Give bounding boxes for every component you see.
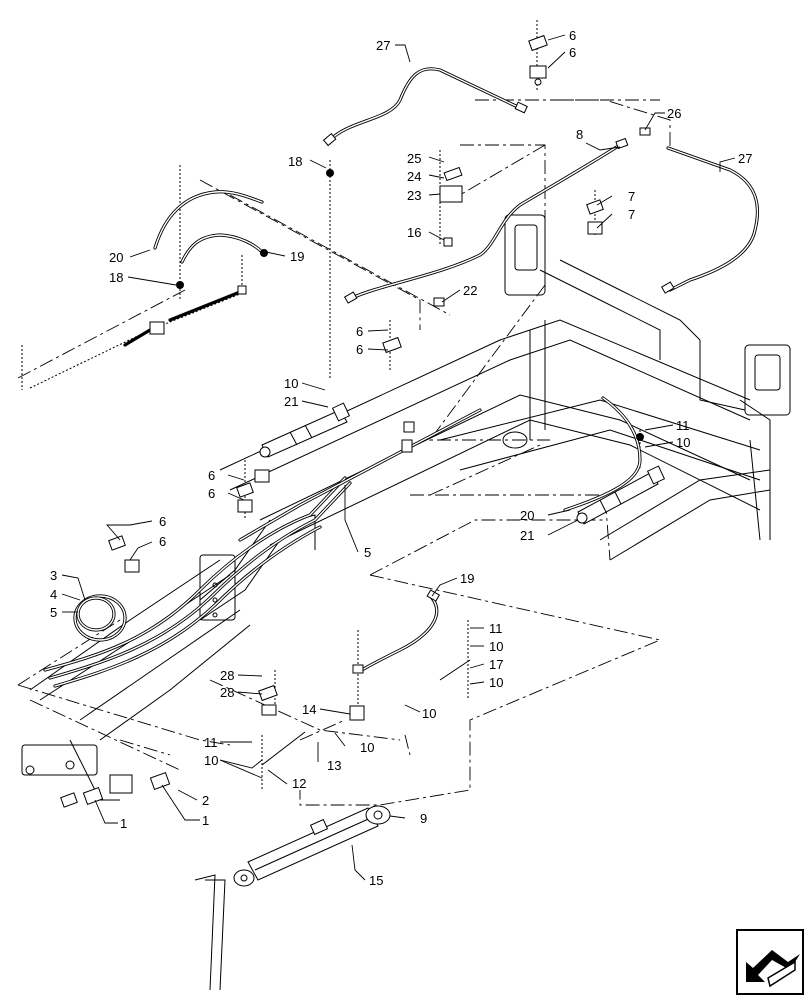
toolbar-frame (21, 214, 791, 991)
callout-9: 9 (420, 811, 427, 826)
callout-1: 1 (120, 816, 127, 831)
cylinder-bottom (233, 805, 391, 887)
callout-6: 6 (356, 324, 363, 339)
callout-6: 6 (208, 486, 215, 501)
callout-26: 26 (667, 106, 681, 121)
callout-7: 7 (628, 189, 635, 204)
callout-5: 5 (364, 545, 371, 560)
callout-22: 22 (463, 283, 477, 298)
callout-10: 10 (422, 706, 436, 721)
callout-13: 13 (327, 758, 341, 773)
callout-17: 17 (489, 657, 503, 672)
callout-6: 6 (356, 342, 363, 357)
cylinders (233, 402, 666, 887)
callout-28: 28 (220, 685, 234, 700)
callout-20: 20 (520, 508, 534, 523)
callout-16: 16 (407, 225, 421, 240)
cylinder-upper (259, 402, 351, 458)
callout-21: 21 (520, 528, 534, 543)
arrow-return-icon[interactable] (736, 929, 804, 995)
callout-27: 27 (738, 151, 752, 166)
callout-10: 10 (360, 740, 374, 755)
callout-11: 11 (204, 735, 218, 750)
callout-25: 25 (407, 151, 421, 166)
callout-10: 10 (284, 376, 298, 391)
callout-12: 12 (292, 776, 306, 791)
callout-10: 10 (489, 639, 503, 654)
callout-27: 27 (376, 38, 390, 53)
callout-10: 10 (676, 435, 690, 450)
callout-6: 6 (208, 468, 215, 483)
callout-6: 6 (569, 28, 576, 43)
callout-5: 5 (50, 605, 57, 620)
callout-21: 21 (284, 394, 298, 409)
callout-10: 10 (489, 675, 503, 690)
callout-19: 19 (460, 571, 474, 586)
hardware (60, 34, 675, 808)
callout-14: 14 (302, 702, 316, 717)
callout-2: 2 (202, 793, 209, 808)
callout-6: 6 (569, 45, 576, 60)
callout-28: 28 (220, 668, 234, 683)
callout-20: 20 (109, 250, 123, 265)
callout-18: 18 (288, 154, 302, 169)
callouts: 27 27 26 6 6 8 18 25 24 23 7 7 16 20 19 … (50, 28, 752, 888)
callout-10: 10 (204, 753, 218, 768)
callout-24: 24 (407, 169, 421, 184)
callout-23: 23 (407, 188, 421, 203)
callout-19: 19 (290, 249, 304, 264)
cylinder-right (576, 465, 666, 525)
callout-3: 3 (50, 568, 57, 583)
callout-18: 18 (109, 270, 123, 285)
callout-7: 7 (628, 207, 635, 222)
assembly-outlines (17, 99, 671, 806)
callout-8: 8 (576, 127, 583, 142)
callout-1: 1 (202, 813, 209, 828)
callout-6: 6 (159, 514, 166, 529)
callout-4: 4 (50, 587, 57, 602)
callout-11: 11 (489, 621, 503, 636)
callout-11: 11 (676, 418, 690, 433)
leader-lines (61, 34, 736, 881)
hoses (43, 67, 760, 688)
callout-15: 15 (369, 873, 383, 888)
callout-6: 6 (159, 534, 166, 549)
